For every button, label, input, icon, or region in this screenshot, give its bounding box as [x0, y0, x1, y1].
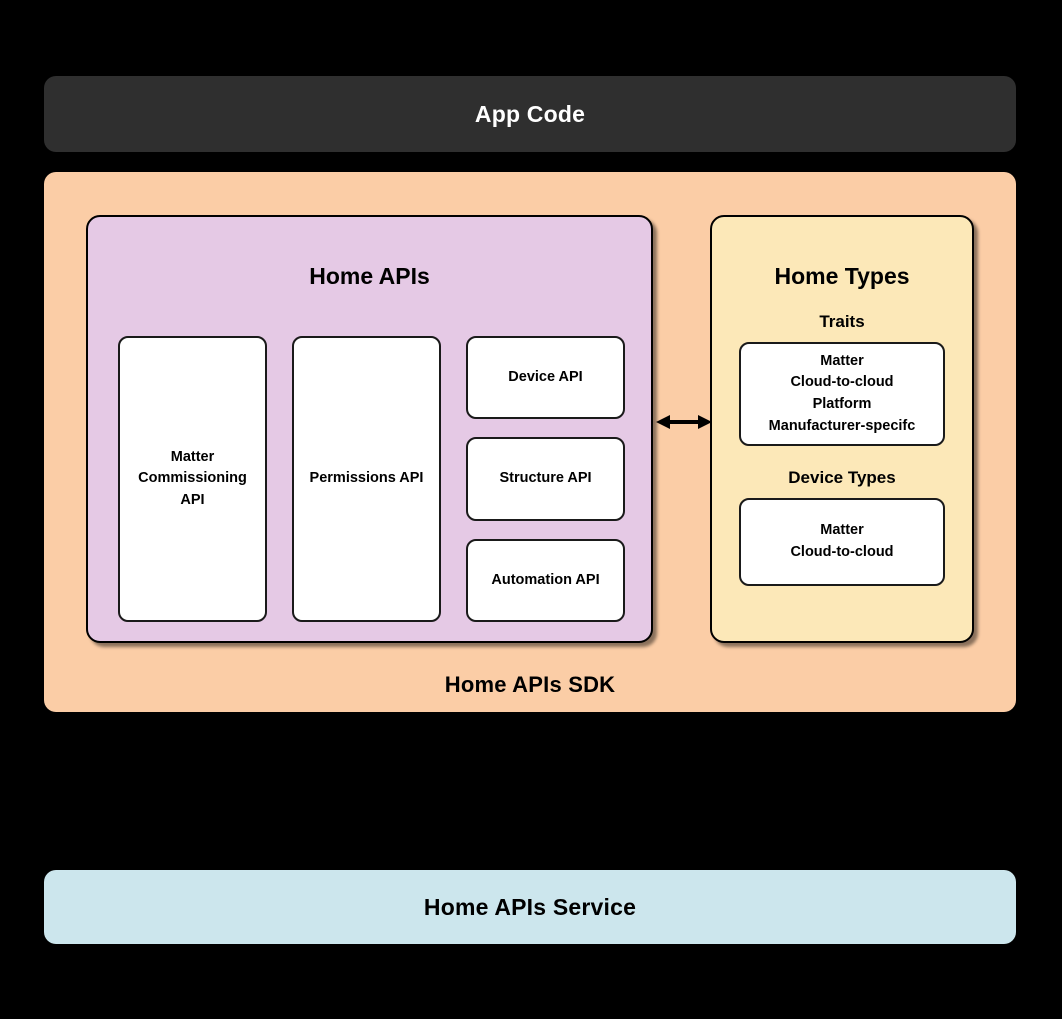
home-types-panel: Home Types Traits Matter Cloud-to-cloud … — [710, 215, 974, 643]
device-api-box[interactable]: Device API — [466, 336, 625, 420]
app-code-block: App Code — [44, 76, 1016, 152]
matter-commissioning-column: Matter Commissioning API — [118, 336, 267, 622]
home-apis-service-block: Home APIs Service — [44, 870, 1016, 944]
double-arrow-icon — [656, 410, 712, 434]
device-types-box[interactable]: Matter Cloud-to-cloud — [739, 498, 945, 586]
structure-api-box[interactable]: Structure API — [466, 437, 625, 521]
home-apis-sdk-label: Home APIs SDK — [444, 672, 616, 697]
home-apis-columns: Matter Commissioning API Permissions API… — [118, 336, 625, 622]
app-code-label: App Code — [474, 100, 586, 127]
permissions-api-box[interactable]: Permissions API — [292, 336, 441, 622]
home-apis-service-label: Home APIs Service — [423, 893, 637, 920]
home-apis-sdk-container: Home APIs Matter Commissioning API Permi… — [44, 172, 1016, 712]
home-apis-title: Home APIs — [309, 263, 430, 289]
home-apis-panel: Home APIs Matter Commissioning API Permi… — [86, 215, 653, 643]
automation-api-box[interactable]: Automation API — [466, 538, 625, 622]
traits-heading: Traits — [819, 312, 865, 331]
matter-commissioning-api-box[interactable]: Matter Commissioning API — [118, 336, 267, 622]
traits-box[interactable]: Matter Cloud-to-cloud Platform Manufactu… — [739, 342, 945, 446]
permissions-column: Permissions API — [292, 336, 441, 622]
device-types-heading: Device Types — [788, 468, 896, 487]
api-stack-column: Device API Structure API Automation API — [466, 336, 625, 622]
home-types-title: Home Types — [774, 263, 910, 289]
